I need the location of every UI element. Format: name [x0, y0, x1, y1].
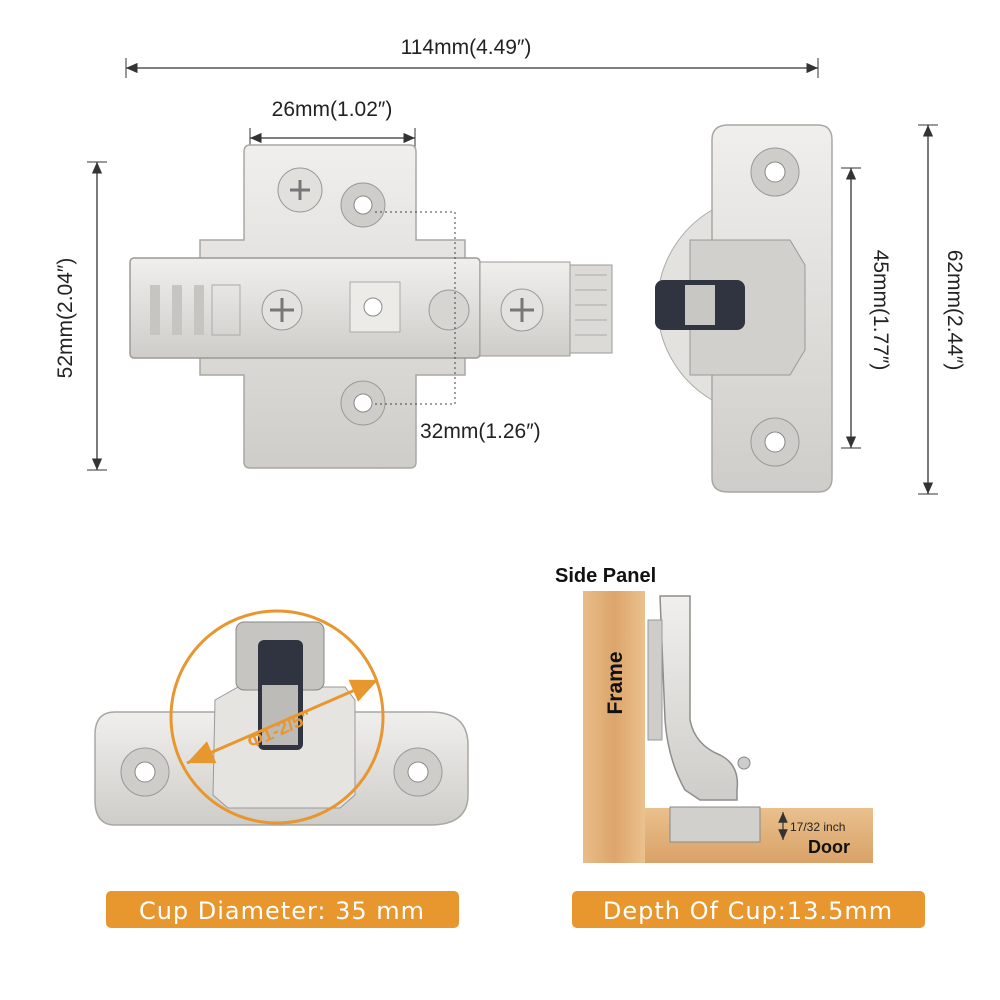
frame-wood — [583, 591, 645, 863]
plate-width-label: 26mm(1.02″) — [272, 98, 393, 121]
cup-depth-badge-text: Depth Of Cup:13.5mm — [603, 897, 893, 925]
cup-diameter-badge-text: Cup Diameter: 35 mm — [139, 897, 425, 925]
hole-spacing-label: 32mm(1.26″) — [420, 420, 541, 443]
cup-outline-circle — [169, 609, 385, 825]
top-hinge-view: 114mm(4.49″) 26mm(1.02″) 52mm(2.04″) 32m… — [54, 36, 966, 495]
cup-hole-spacing-label: 45mm(1.77″) — [869, 250, 892, 371]
hinge-side — [659, 595, 739, 801]
side-panel-view: Side Panel Frame 17/32 inch Door Depth O… — [555, 565, 925, 928]
door-thickness-label: 17/32 inch — [790, 820, 845, 834]
cup-diameter-badge — [106, 891, 459, 928]
side-panel-title: Side Panel — [555, 565, 656, 587]
screw-icon — [510, 298, 534, 322]
cup-depth-badge — [572, 891, 925, 928]
hinge-arm — [129, 257, 481, 359]
cup-plate-height-label: 62mm(2.44″) — [943, 250, 966, 371]
screw-icon — [270, 298, 294, 322]
diameter-arrow — [186, 678, 379, 765]
door-label: Door — [808, 837, 850, 857]
plate-height-label: 52mm(2.04″) — [54, 258, 77, 379]
frame-label: Frame — [604, 651, 627, 714]
cup-diameter-view: Φ1-2/5" Cup Diameter: 35 mm — [94, 609, 469, 928]
overall-length-label: 114mm(4.49″) — [401, 36, 532, 59]
